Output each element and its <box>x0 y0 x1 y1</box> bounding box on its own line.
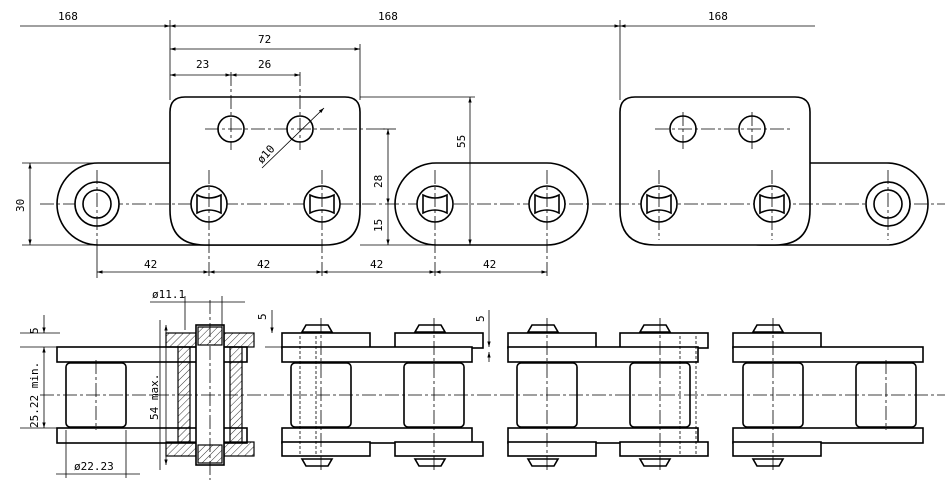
dim-hole-off-2: 26 <box>258 58 271 71</box>
dim-seg-3: 42 <box>370 258 383 271</box>
attachment-holes <box>205 72 790 150</box>
dim-seg-2: 42 <box>257 258 270 271</box>
dim-pitch-left: 168 <box>58 10 78 23</box>
section-cut <box>159 300 255 480</box>
dim-roller-dia: ø22.23 <box>74 460 114 473</box>
dim-seg-4: 42 <box>483 258 496 271</box>
dim-heights: 55 28 15 30 <box>14 96 475 246</box>
dim-pin-dia: ø11.1 <box>152 288 185 301</box>
dim-pitch-mid: 168 <box>378 10 398 23</box>
end-pin-right <box>865 170 911 240</box>
top-view: 168 168 168 72 23 26 ø10 55 28 15 <box>14 10 945 278</box>
dim-hole-off-1: 23 <box>196 58 209 71</box>
dim-overall-width: 54 max. <box>148 374 161 420</box>
attachment-plate-1 <box>169 96 361 246</box>
end-pin-left <box>74 170 120 240</box>
pin-holes <box>190 170 791 278</box>
attachment-plate-2 <box>619 96 811 246</box>
dim-attach-width: 72 <box>258 33 271 46</box>
dim-plate-5-mid: 5 <box>256 313 269 320</box>
dim-inner-width: 25.22 min. <box>28 362 41 428</box>
dim-height-28: 28 <box>372 175 385 188</box>
dim-height-30: 30 <box>14 199 27 212</box>
side-view: ø11.1 5 25.22 min. 54 max. 5 5 ø22.23 <box>20 288 945 480</box>
dim-seg-1: 42 <box>144 258 157 271</box>
dim-height-55: 55 <box>455 135 468 148</box>
dim-pitches: 168 168 168 <box>20 10 815 100</box>
dim-height-15: 15 <box>372 219 385 232</box>
dim-plate-5-small: 5 <box>474 315 487 322</box>
side-dims: ø11.1 5 25.22 min. 54 max. 5 5 ø22.23 <box>20 288 491 478</box>
dim-pitch-right: 168 <box>708 10 728 23</box>
dim-segments: 42 42 42 42 <box>96 240 547 278</box>
dim-plate-5-left: 5 <box>28 327 41 334</box>
